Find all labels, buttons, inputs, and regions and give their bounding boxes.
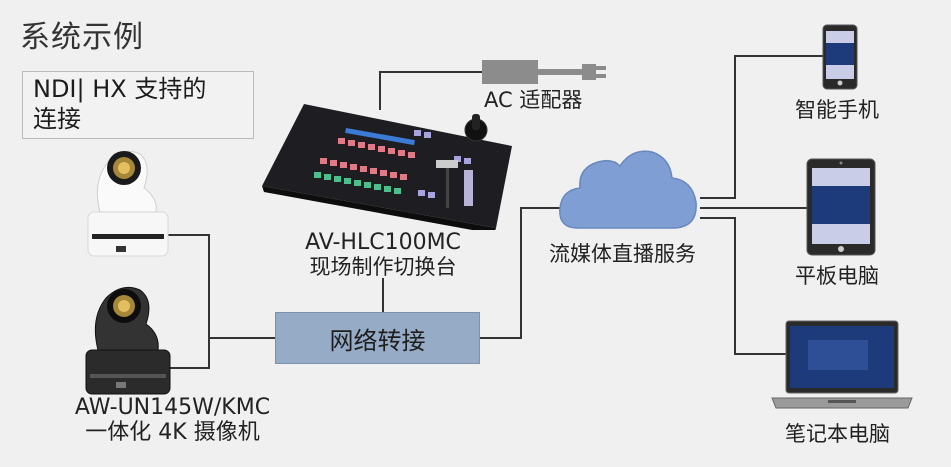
laptop-icon (771, 320, 913, 409)
white-camera-icon (87, 150, 169, 257)
page-title: 系统示例 (20, 20, 144, 55)
legend-line-1: NDI| HX 支持的 (33, 75, 207, 103)
ac-adapter-label: AC 适配器 (484, 88, 583, 112)
line-switcher-adapter (379, 71, 482, 110)
line-black-camera (170, 338, 210, 369)
ac-adapter-icon (482, 60, 606, 84)
switcher-icon (262, 104, 512, 230)
device-label-laptop: 笔记本电脑 (785, 422, 890, 446)
camera-description: 一体化 4K 摄像机 (85, 420, 260, 445)
camera-model: AW-UN145W/KMC (74, 395, 271, 420)
network-hub: 网络转接 (275, 312, 480, 364)
line-cloud-phone (700, 55, 823, 199)
camera-label: AW-UN145W/KMC 一体化 4K 摄像机 (40, 395, 305, 445)
line-white-camera (168, 234, 275, 339)
black-camera-icon (85, 286, 171, 395)
switcher-model: AV-HLC100MC (305, 230, 461, 255)
tablet-icon (806, 158, 876, 256)
cloud-icon (559, 150, 697, 229)
device-label-tablet: 平板电脑 (795, 264, 879, 288)
smartphone-icon (822, 24, 858, 90)
line-cloud-laptop (700, 217, 786, 355)
switcher-label: AV-HLC100MC 现场制作切换台 (283, 230, 483, 280)
device-label-smartphone: 智能手机 (795, 98, 879, 122)
line-network-cloud (480, 207, 560, 339)
switcher-description: 现场制作切换台 (309, 255, 457, 279)
legend-line-2: 连接 (33, 105, 81, 133)
legend-box (22, 71, 254, 139)
legend-text: NDI| HX 支持的 连接 (33, 74, 206, 134)
cloud-label: 流媒体直播服务 (549, 242, 696, 266)
